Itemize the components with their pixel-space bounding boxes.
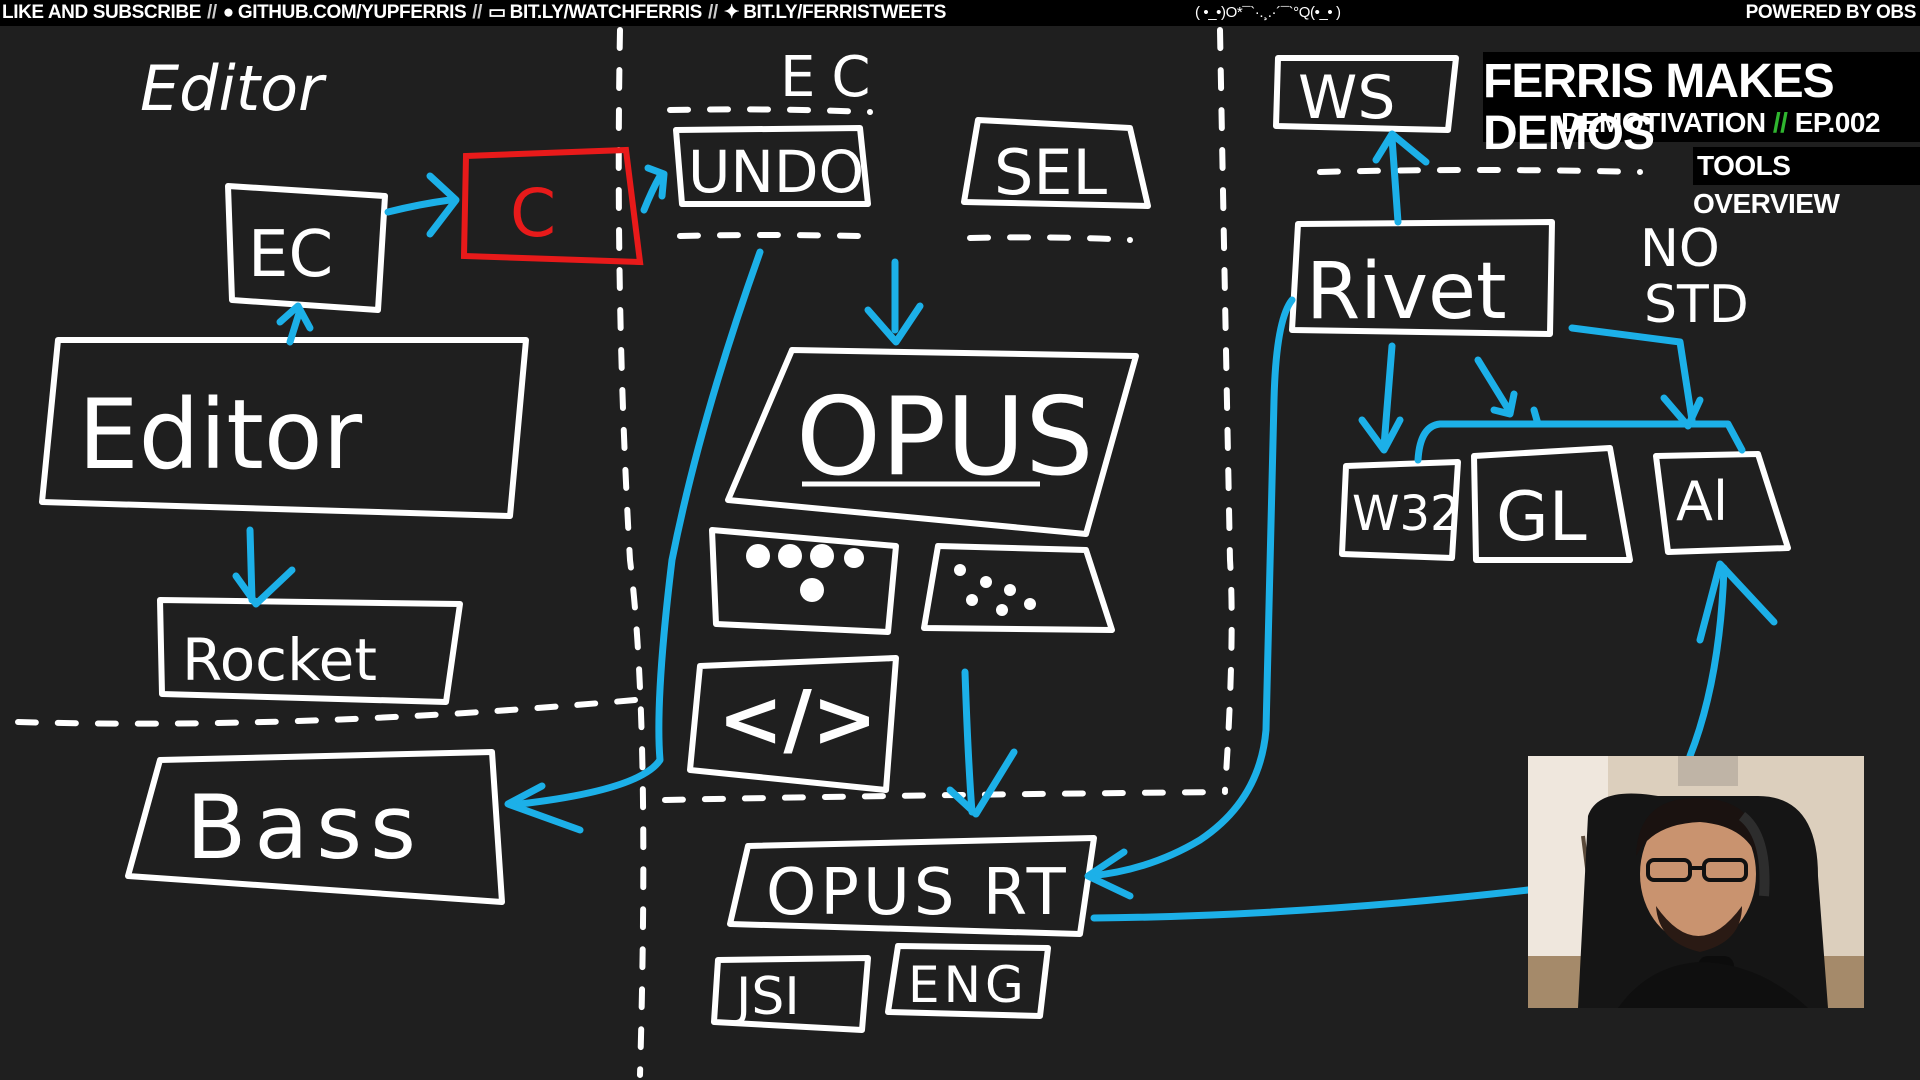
arrow-c-to-undo: [640, 172, 664, 214]
ws-box: [1273, 55, 1459, 133]
opus-rt-box-label: OPUS RT: [766, 856, 1070, 930]
sel-box-label: SEL: [994, 136, 1108, 209]
arrow-editor-to-ec: [286, 306, 304, 346]
arrow-rivet-to-gl: [1474, 356, 1514, 416]
chalk-boxes: [39, 55, 1791, 1033]
series-name: DEMOTIVATION: [1561, 107, 1766, 138]
icon-box-a: [709, 527, 899, 635]
icon-box-b-dots: [954, 564, 1036, 616]
whiteboard-canvas: Editor EC EC Editor Rocket Bass UNDO SEL…: [15, 27, 1791, 1078]
show-title: FERRIS MAKES DEMOS: [1483, 55, 1835, 160]
rivet-box: [1289, 219, 1555, 337]
webcam-overlay: [1528, 756, 1864, 1008]
bass-box-label: Bass: [186, 776, 424, 879]
arrows: [232, 130, 1778, 922]
emote-text: ( •_•)O*¯`·.¸.·´¯`°Q(•_• ): [1195, 4, 1341, 21]
ec-box-label: EC: [248, 218, 333, 292]
editor-heading: Editor: [140, 52, 327, 125]
rivet-box-label: Rivet: [1306, 247, 1507, 337]
twitch-icon: ▭: [488, 2, 506, 23]
powered-by-text: POWERED BY OBS: [1745, 2, 1917, 23]
bass-box: [125, 749, 505, 905]
editor-box-label: Editor: [78, 379, 363, 491]
w32-box: [1339, 459, 1461, 561]
separator: //: [707, 2, 718, 23]
arrow-rivet-to-ws: [1388, 134, 1402, 226]
eng-box: [885, 943, 1051, 1019]
stream-top-bar: LIKE AND SUBSCRIBE//●GITHUB.COM/YUPFERRI…: [0, 0, 1920, 26]
subscribe-text: LIKE AND SUBSCRIBE: [2, 2, 201, 23]
opus-box: [725, 347, 1139, 537]
c-box: [460, 146, 644, 266]
episode-number: EP.002: [1794, 107, 1881, 138]
arrow-opus-to-opusrt: [961, 668, 976, 816]
arrow-rivet-to-w32: [1380, 342, 1396, 450]
jsi-box-label: JSI: [733, 967, 800, 1027]
title-card: FERRIS MAKES DEMOS DEMOTIVATION // EP.00…: [1483, 52, 1920, 160]
c-box-label: C: [510, 175, 556, 252]
github-link[interactable]: GITHUB.COM/YUPFERRIS: [237, 2, 467, 23]
code-box: [687, 655, 899, 793]
rocket-box: [157, 597, 463, 705]
al-box-label: Al: [1676, 470, 1728, 533]
title-slash: //: [1772, 107, 1788, 138]
code-box-label: </>: [718, 675, 877, 765]
twitch-link[interactable]: BIT.LY/WATCHFERRIS: [509, 2, 703, 23]
arrow-bus-line: [1414, 420, 1746, 464]
arrow-opusrt-to-al: [1090, 564, 1728, 922]
twitter-icon: ✦: [723, 2, 740, 23]
chalk-labels: Editor EC EC Editor Rocket Bass UNDO SEL…: [78, 45, 1749, 1027]
github-icon: ●: [222, 2, 234, 23]
rocket-box-label: Rocket: [182, 626, 377, 694]
twitter-link[interactable]: BIT.LY/FERRISTWEETS: [743, 2, 947, 23]
eng-box-label: ENG: [908, 956, 1028, 1014]
editor-box: [39, 337, 529, 519]
separator: //: [472, 2, 483, 23]
sel-box: [961, 117, 1151, 209]
ec-box: [225, 183, 388, 313]
jsi-box: [711, 955, 871, 1033]
episode-line: DEMOTIVATION // EP.002: [1561, 108, 1880, 138]
no-std-label-2: STD: [1644, 275, 1749, 335]
al-box: [1653, 451, 1791, 555]
social-links: LIKE AND SUBSCRIBE//●GITHUB.COM/YUPFERRI…: [2, 0, 946, 26]
no-std-label-1: NO: [1640, 219, 1720, 279]
icon-box-b: [921, 543, 1115, 633]
divider-lines: [15, 27, 1643, 1078]
arrow-rivet-to-opusrt: [1086, 296, 1296, 880]
arrow-ec-to-c: [384, 196, 454, 216]
webcam-image: [1528, 756, 1864, 1008]
arrow-undo-to-bass: [516, 248, 764, 808]
separator: //: [207, 2, 217, 23]
arrow-rivet-to-al: [1568, 324, 1696, 424]
ec-heading: EC: [780, 45, 886, 110]
topic-card: TOOLS OVERVIEW: [1693, 147, 1920, 219]
undo-box-label: UNDO: [688, 138, 864, 206]
arrow-editor-to-rocket: [246, 526, 256, 604]
opus-box-label: OPUS: [796, 375, 1094, 500]
gl-box-label: GL: [1496, 478, 1587, 557]
icon-box-a-dots: [746, 544, 864, 602]
opus-rt-box: [727, 835, 1097, 937]
undo-box: [673, 125, 871, 207]
gl-box: [1471, 445, 1633, 563]
ws-box-label: WS: [1298, 63, 1395, 133]
w32-box-label: W32: [1352, 486, 1461, 542]
